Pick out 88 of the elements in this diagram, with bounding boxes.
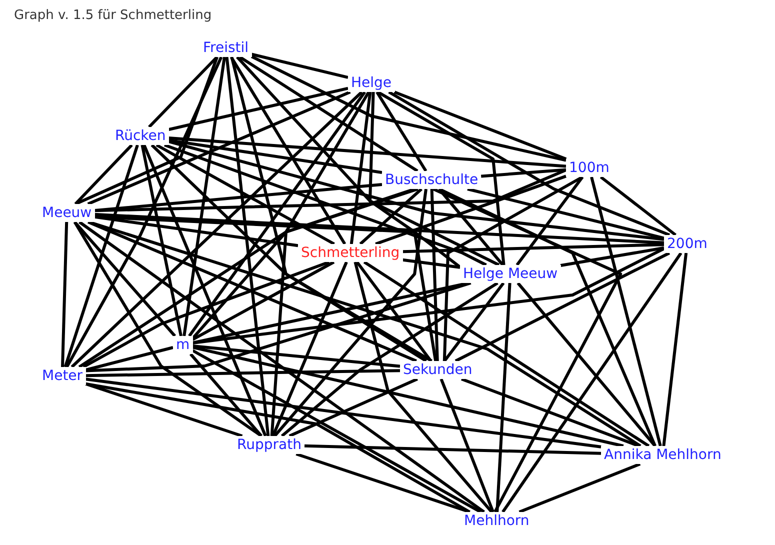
connector-line	[88, 220, 417, 362]
connector-line	[432, 188, 622, 513]
connector-line	[225, 56, 270, 436]
connector-line	[74, 144, 133, 206]
connector-line	[192, 346, 624, 448]
connector-line	[85, 378, 602, 448]
connector-line	[590, 176, 662, 446]
connector-line	[230, 56, 432, 362]
connector-line	[363, 260, 650, 448]
connector-line	[270, 91, 370, 436]
connector-line	[272, 261, 348, 437]
connector-line	[350, 92, 372, 244]
connector-line	[82, 260, 330, 368]
connector-line	[94, 212, 664, 244]
connector-line	[430, 188, 439, 362]
connector-line	[189, 353, 263, 437]
connector-line	[140, 144, 182, 336]
connector-line	[274, 188, 428, 437]
connector-line	[354, 262, 493, 513]
connector-line	[377, 90, 506, 266]
connector-line	[150, 144, 427, 362]
connector-line	[440, 378, 494, 513]
connector-line	[192, 247, 665, 344]
connector-line	[61, 222, 68, 368]
connector-line	[86, 282, 472, 372]
connector-line	[182, 56, 226, 336]
connector-line	[142, 144, 267, 437]
connector-line	[94, 168, 567, 212]
connector-line	[600, 176, 677, 236]
connector-line	[304, 444, 602, 455]
connector-line	[518, 462, 641, 514]
connector-line	[168, 138, 382, 174]
connector-line	[78, 220, 485, 514]
connector-line	[288, 378, 418, 438]
connector-line	[148, 56, 218, 128]
connector-line	[164, 144, 487, 266]
connector-line	[359, 188, 422, 246]
connector-line	[191, 188, 418, 340]
connector-line	[480, 168, 566, 178]
connector-line	[74, 221, 176, 337]
connector-line	[496, 282, 512, 512]
connector-line	[502, 252, 682, 513]
connector-line	[65, 56, 223, 368]
connector-line	[70, 90, 363, 368]
connector-line	[85, 382, 243, 438]
connector-line	[87, 90, 351, 206]
connector-line	[192, 260, 335, 341]
connector-line	[74, 56, 219, 206]
connector-line	[236, 56, 500, 266]
node-label: m	[173, 336, 193, 354]
connector-line	[356, 261, 432, 362]
connector-line	[238, 56, 418, 172]
connector-line	[94, 183, 382, 212]
connector-line	[64, 144, 139, 368]
connector-line	[442, 176, 584, 362]
node-label: Helge	[348, 74, 395, 92]
connector-line	[560, 246, 664, 267]
connector-line	[402, 258, 460, 269]
connector-line	[662, 252, 688, 446]
connector-line	[296, 452, 470, 514]
connector-line	[250, 55, 566, 162]
connector-line	[168, 140, 664, 241]
connector-line	[467, 188, 664, 240]
connector-line	[375, 174, 566, 246]
connector-line	[516, 176, 584, 266]
connector-line	[85, 346, 174, 372]
diagram-title: Graph v. 1.5 für Schmetterling	[14, 8, 212, 23]
connector-line	[443, 282, 505, 362]
connector-line	[168, 136, 566, 168]
connector-line	[156, 144, 335, 246]
connector-line	[192, 344, 400, 368]
connector-line	[280, 282, 498, 438]
connector-line	[188, 91, 366, 337]
connector-line	[368, 92, 438, 362]
connector-line	[460, 378, 640, 448]
connector-line	[516, 282, 656, 447]
connector-line	[192, 349, 482, 514]
connector-line	[251, 52, 348, 79]
connector-line	[394, 90, 567, 160]
connector-line	[376, 91, 428, 172]
connector-line	[454, 252, 670, 362]
connector-line	[86, 369, 400, 378]
connector-line	[388, 90, 670, 236]
node-label: Schmetterling	[298, 244, 403, 262]
connector-line	[230, 56, 346, 245]
connector-line	[85, 382, 470, 514]
connector-line	[402, 243, 664, 254]
connector-line	[168, 86, 348, 131]
